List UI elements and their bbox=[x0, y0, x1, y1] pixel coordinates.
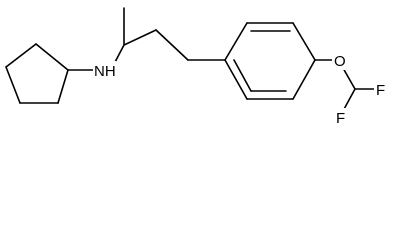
ring-bond-5 bbox=[57, 69, 69, 104]
fluorine-bottom-label-background bbox=[334, 108, 348, 127]
ring-bond-2 bbox=[5, 43, 37, 68]
oxygen-label: O bbox=[334, 53, 346, 70]
oxygen-label-background bbox=[332, 51, 348, 70]
carbon-to-fluorine-bottom-bond bbox=[342, 88, 356, 112]
chain-bond-2 bbox=[155, 29, 189, 61]
fluorine-top-label: F bbox=[376, 82, 385, 99]
ring-bond-3 bbox=[5, 66, 21, 104]
difluoromethoxy-group bbox=[314, 59, 377, 112]
fluorine-top-label-background bbox=[374, 80, 388, 99]
benzene-bond-1 bbox=[224, 22, 248, 61]
nitrogen-label-background bbox=[93, 61, 116, 80]
nitrogen-to-methine-bond bbox=[113, 44, 125, 65]
chemical-structure-diagram: NH O F F bbox=[5, 7, 388, 127]
cyclopentane-ring bbox=[5, 43, 69, 104]
benzene-bond-3 bbox=[292, 22, 316, 61]
atom-labels: NH O F F bbox=[93, 51, 388, 127]
oxygen-to-carbon-bond bbox=[342, 67, 356, 90]
amine-label: NH bbox=[94, 63, 116, 80]
aliphatic-chain bbox=[67, 7, 226, 71]
benzene-bond-4 bbox=[292, 59, 316, 100]
chain-bond-1 bbox=[123, 29, 157, 46]
ring-bond-1 bbox=[35, 43, 69, 71]
fluorine-bottom-label: F bbox=[336, 110, 345, 127]
benzene-ring bbox=[224, 22, 316, 100]
benzene-bond-6 bbox=[224, 59, 248, 100]
aromatic-double-bond-3 bbox=[233, 59, 252, 92]
